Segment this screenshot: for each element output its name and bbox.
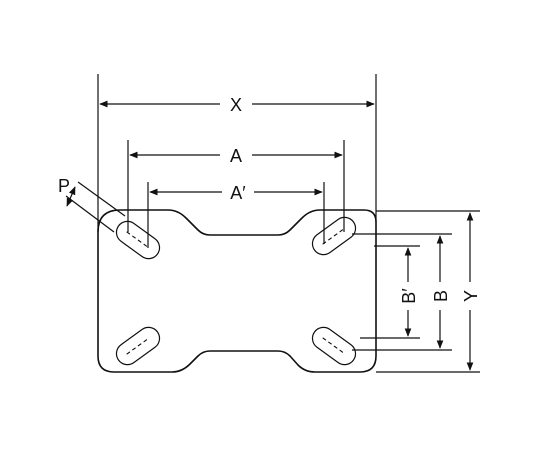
plate-outline xyxy=(97,209,377,373)
p-dimension-line xyxy=(66,186,76,207)
x-label: X xyxy=(230,95,242,115)
y-label: Y xyxy=(461,290,481,302)
slot-bottom-right xyxy=(311,326,357,366)
slot-top-left xyxy=(115,220,161,260)
a-label: A xyxy=(230,146,242,166)
slot-top-right xyxy=(311,216,357,256)
a-prime-label: A′ xyxy=(230,183,246,203)
p-extension-upper xyxy=(77,181,126,217)
b-label: B xyxy=(431,290,451,302)
slot-bottom-left xyxy=(115,326,161,366)
p-label: P xyxy=(58,176,70,196)
b-prime-label: B′ xyxy=(399,288,419,304)
p-extension-lower xyxy=(65,195,115,233)
